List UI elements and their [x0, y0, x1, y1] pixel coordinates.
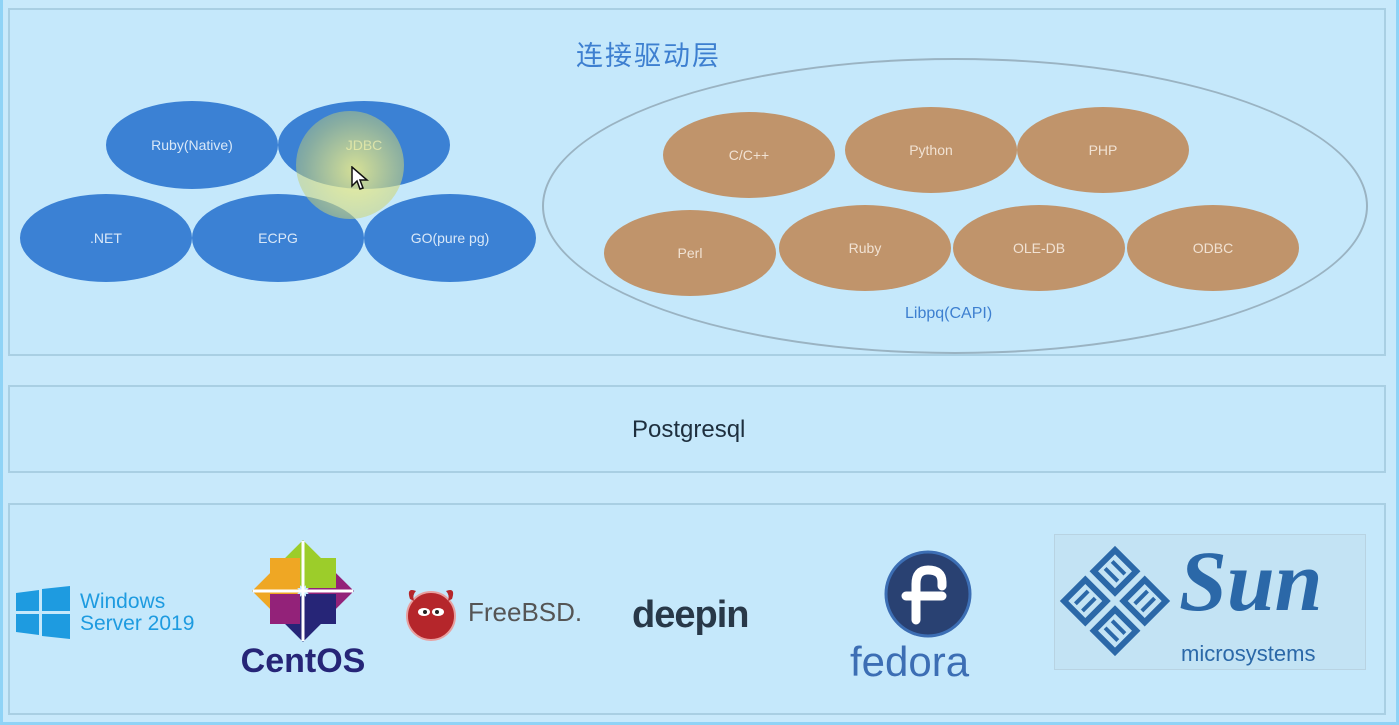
sun-logo: Sun microsystems: [1054, 533, 1366, 670]
freebsd-text: FreeBSD.: [468, 597, 583, 627]
postgresql-label: Postgresql: [632, 416, 746, 443]
driver-layer-title: 连接驱动层: [576, 41, 721, 72]
driver-dotnet: .NET: [20, 194, 192, 282]
windows-line-1: Windows: [80, 590, 166, 613]
fedora-text: fedora: [850, 638, 970, 685]
sun-icon: [1059, 545, 1171, 657]
sun-subtext: microsystems: [1181, 641, 1316, 666]
driver-perl: Perl: [604, 210, 776, 296]
mouse-cursor-icon: [351, 166, 370, 190]
centos-text: CentOS: [240, 642, 366, 680]
driver-ole-db: OLE-DB: [953, 205, 1125, 291]
centos-icon: [252, 540, 354, 642]
postgresql-layer: [8, 385, 1386, 473]
freebsd-daemon-icon: [406, 590, 456, 641]
sun-text: Sun: [1179, 533, 1323, 629]
driver-go: GO(pure pg): [364, 194, 536, 282]
fedora-icon: [884, 550, 972, 638]
libpq-label: Libpq(CAPI): [905, 305, 993, 322]
driver-ruby: Ruby: [779, 205, 951, 291]
freebsd-logo: FreeBSD.: [402, 585, 582, 645]
driver-odbc: ODBC: [1127, 205, 1299, 291]
centos-logo: CentOS: [228, 536, 378, 682]
deepin-logo: deepin: [632, 594, 782, 642]
cursor-highlight: [296, 111, 404, 219]
driver-python: Python: [845, 107, 1017, 193]
windows-server-logo: Windows Server 2019: [16, 586, 196, 642]
driver-php: PHP: [1017, 107, 1189, 193]
driver-ruby-native: Ruby(Native): [106, 101, 278, 189]
fedora-logo: fedora: [850, 550, 1000, 685]
deepin-text: deepin: [632, 594, 749, 636]
libpq-group: [542, 58, 1368, 354]
driver-c-cpp: C/C++: [663, 112, 835, 198]
windows-line-2: Server 2019: [80, 612, 195, 635]
windows-icon: [16, 586, 70, 639]
